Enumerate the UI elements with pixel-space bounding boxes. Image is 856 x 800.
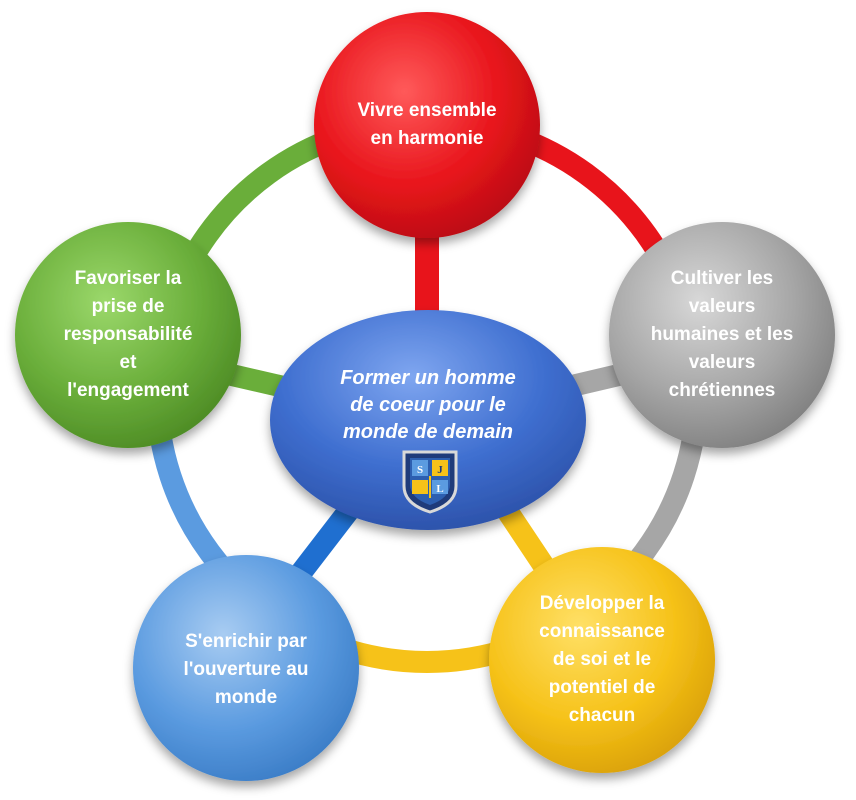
node-circle-bottom-right xyxy=(489,547,715,773)
crest-letter-l: L xyxy=(436,483,443,495)
node-circle-bottom-left xyxy=(133,555,359,781)
node-circle-top xyxy=(314,12,540,238)
crest-letter-j: J xyxy=(437,464,443,476)
node-circle-left xyxy=(15,222,241,448)
crest-letter-s: S xyxy=(417,464,423,476)
center-ellipse xyxy=(270,310,586,530)
node-circle-right xyxy=(609,222,835,448)
school-crest-icon: S J L xyxy=(402,450,458,514)
